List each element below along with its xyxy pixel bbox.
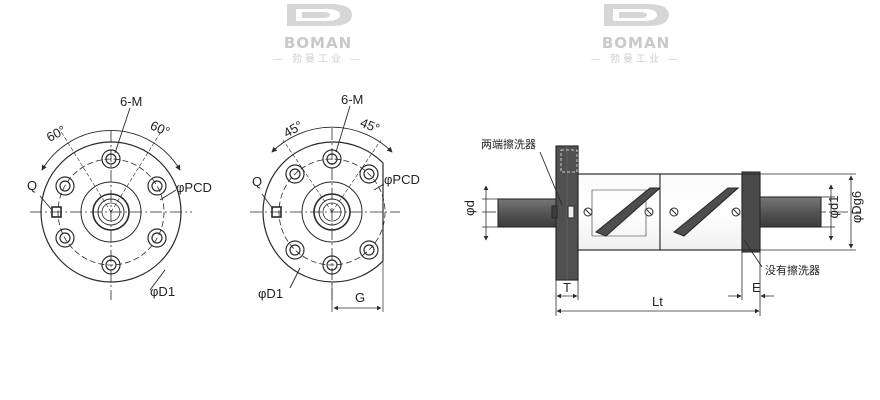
watermark-brand: BOMAN <box>284 34 352 52</box>
oil-port-q <box>271 206 282 218</box>
no-wiper-label: 没有擦洗器 <box>765 263 820 277</box>
flange-view-60 <box>30 107 192 300</box>
q-label: Q <box>252 174 262 189</box>
e-label: E <box>752 280 761 295</box>
pcd-label: φPCD <box>384 172 420 187</box>
g-label: G <box>355 290 365 305</box>
boman-logo-icon <box>287 4 352 26</box>
flange-outline <box>40 141 182 283</box>
side-view <box>482 145 860 281</box>
watermark-right: BOMAN — 勃曼工业 — <box>591 4 681 65</box>
d1-label: φD1 <box>150 284 175 299</box>
holes-label: 6-M <box>341 92 363 107</box>
wiper-both-ends-label: 两端擦洗器 <box>481 137 536 151</box>
angle-right-label: 60° <box>148 118 172 140</box>
pcd-label: φPCD <box>176 180 212 195</box>
return-tube-2 <box>672 187 740 237</box>
d1-side-label: φd1 <box>826 196 841 219</box>
screw-shaft-right <box>756 196 822 228</box>
set-screws <box>583 207 741 217</box>
side-dimensions <box>482 151 856 316</box>
nut-end-collar <box>741 171 761 253</box>
angle-left-label: 60° <box>44 122 68 144</box>
angle-right-label: 45° <box>358 115 382 136</box>
watermark-left: BOMAN — 勃曼工业 — <box>273 4 363 65</box>
watermark-brand: BOMAN <box>602 34 670 52</box>
pcd-circle <box>57 158 165 266</box>
holes-label: 6-M <box>120 94 142 109</box>
angle-left-label: 45° <box>281 118 306 141</box>
lt-label: Lt <box>652 294 663 309</box>
flange-view-45 <box>250 105 400 312</box>
bolt-holes <box>285 149 379 275</box>
q-label: Q <box>27 178 37 193</box>
t-label: T <box>563 280 571 295</box>
boman-logo-icon <box>604 4 669 26</box>
d-label: φd <box>462 200 477 216</box>
oil-port-q <box>51 206 62 218</box>
watermark-tagline: — 勃曼工业 — <box>273 52 363 65</box>
flange-outline <box>262 141 384 283</box>
bolt-holes <box>55 149 167 275</box>
screw-shaft-left <box>497 198 559 228</box>
watermark-tagline: — 勃曼工业 — <box>591 52 681 65</box>
d1-label: φD1 <box>258 286 283 301</box>
dg6-label: φDg6 <box>849 191 864 223</box>
